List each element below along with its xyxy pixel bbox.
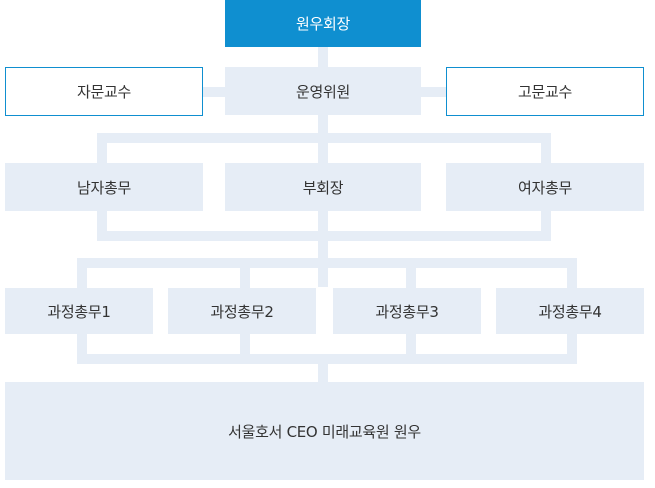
node-male-secretary: 남자총무 [5, 163, 203, 211]
connector-bottom-drop [318, 354, 328, 382]
connector-level3-right-drop [541, 133, 551, 163]
node-course-secretary-3: 과정총무3 [333, 288, 481, 334]
connector-level3-bottom-bar [97, 231, 551, 241]
connector-level4-rise-3 [406, 334, 416, 364]
connector-level4-drop-3 [406, 258, 416, 288]
node-president: 원우회장 [225, 0, 421, 47]
connector-level4-rise-1 [77, 334, 87, 364]
node-course-secretary-1: 과정총무1 [5, 288, 153, 334]
connector-level4-bar [77, 258, 577, 268]
node-course-secretary-2: 과정총무2 [168, 288, 316, 334]
node-members: 서울호서 CEO 미래교육원 원우 [5, 382, 644, 480]
connector-level3-center-down [318, 211, 328, 287]
connector-level3-right-rise [541, 211, 551, 241]
node-female-secretary: 여자총무 [446, 163, 644, 211]
connector-level3-left-rise [97, 211, 107, 241]
node-consulting-professor: 고문교수 [446, 67, 644, 116]
node-course-secretary-4: 과정총무4 [496, 288, 644, 334]
node-vice-president: 부회장 [225, 163, 421, 211]
connector-level4-rise-4 [567, 334, 577, 364]
connector-level3-top-bar [97, 133, 551, 143]
connector-level4-drop-4 [567, 258, 577, 288]
connector-top-vertical [318, 47, 328, 67]
connector-level4-drop-2 [240, 258, 250, 288]
connector-level3-left-drop [97, 133, 107, 163]
connector-level2-left [203, 87, 225, 97]
node-advisory-professor: 자문교수 [5, 67, 203, 116]
connector-level4-drop-1 [77, 258, 87, 288]
connector-level4-rise-2 [240, 334, 250, 364]
node-steering-committee: 운영위원 [225, 67, 421, 115]
connector-level2-right [421, 87, 446, 97]
